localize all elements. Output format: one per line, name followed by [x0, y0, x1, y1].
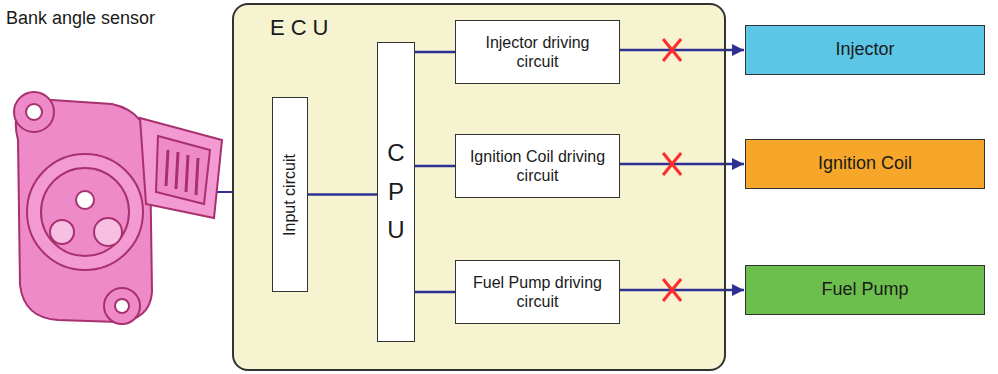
mount-ear	[14, 92, 54, 132]
driver-circuit: Injector driving circuit	[455, 20, 620, 84]
pendulum-ring	[41, 168, 129, 256]
box-label: Ignition Coil	[818, 153, 912, 175]
connector	[415, 51, 455, 54]
input-circuit: Input circuit	[272, 97, 308, 292]
cut-stroke	[663, 39, 681, 61]
cut-stroke	[663, 153, 681, 175]
cut-mark	[663, 39, 681, 61]
box-label: CPU	[384, 134, 408, 249]
actuator-box: Ignition Coil	[745, 139, 985, 189]
box-label: Injector driving circuit	[463, 33, 612, 71]
box-label: Fuel Pump driving circuit	[463, 273, 612, 311]
part-name: Bank angle sensor	[6, 8, 155, 29]
pin	[196, 158, 198, 195]
pin	[176, 152, 178, 189]
magnet	[94, 218, 122, 246]
pivot	[76, 191, 94, 209]
box-label: Injector	[835, 39, 894, 61]
mount-ear	[104, 288, 140, 324]
mount-hole	[26, 104, 42, 120]
ecu-title: ECU	[270, 15, 334, 41]
ecu-box: Input circuit CPU Injector driving circuit…	[232, 3, 726, 371]
driver-circuit: Ignition Coil driving circuit	[455, 134, 620, 198]
pendulum-housing	[27, 154, 143, 270]
edges	[308, 50, 744, 292]
cut-stroke	[663, 279, 681, 301]
connector	[415, 165, 455, 168]
box-label: Fuel Pump	[821, 279, 908, 301]
actuator-box: Fuel Pump	[745, 265, 985, 315]
connector	[308, 193, 377, 196]
connector-pins	[166, 150, 198, 195]
pin	[166, 150, 168, 186]
box-label: Ignition Coil driving circuit	[463, 147, 612, 185]
cut-marks	[663, 39, 681, 301]
box-label: Input circuit	[281, 154, 299, 236]
actuator-box: Injector	[745, 25, 985, 75]
connector-housing	[140, 118, 222, 218]
cut-stroke	[663, 39, 681, 61]
pin	[186, 155, 188, 192]
cut-mark	[663, 153, 681, 175]
mount-hole	[115, 299, 129, 313]
cut-stroke	[663, 153, 681, 175]
connector-socket	[156, 136, 210, 204]
connector	[415, 291, 455, 294]
cut-mark	[663, 279, 681, 301]
cut-stroke	[663, 279, 681, 301]
driver-circuit: Fuel Pump driving circuit	[455, 260, 620, 324]
magnet	[50, 220, 74, 244]
cpu-box: CPU	[377, 42, 415, 342]
ecu-fill	[233, 4, 725, 370]
